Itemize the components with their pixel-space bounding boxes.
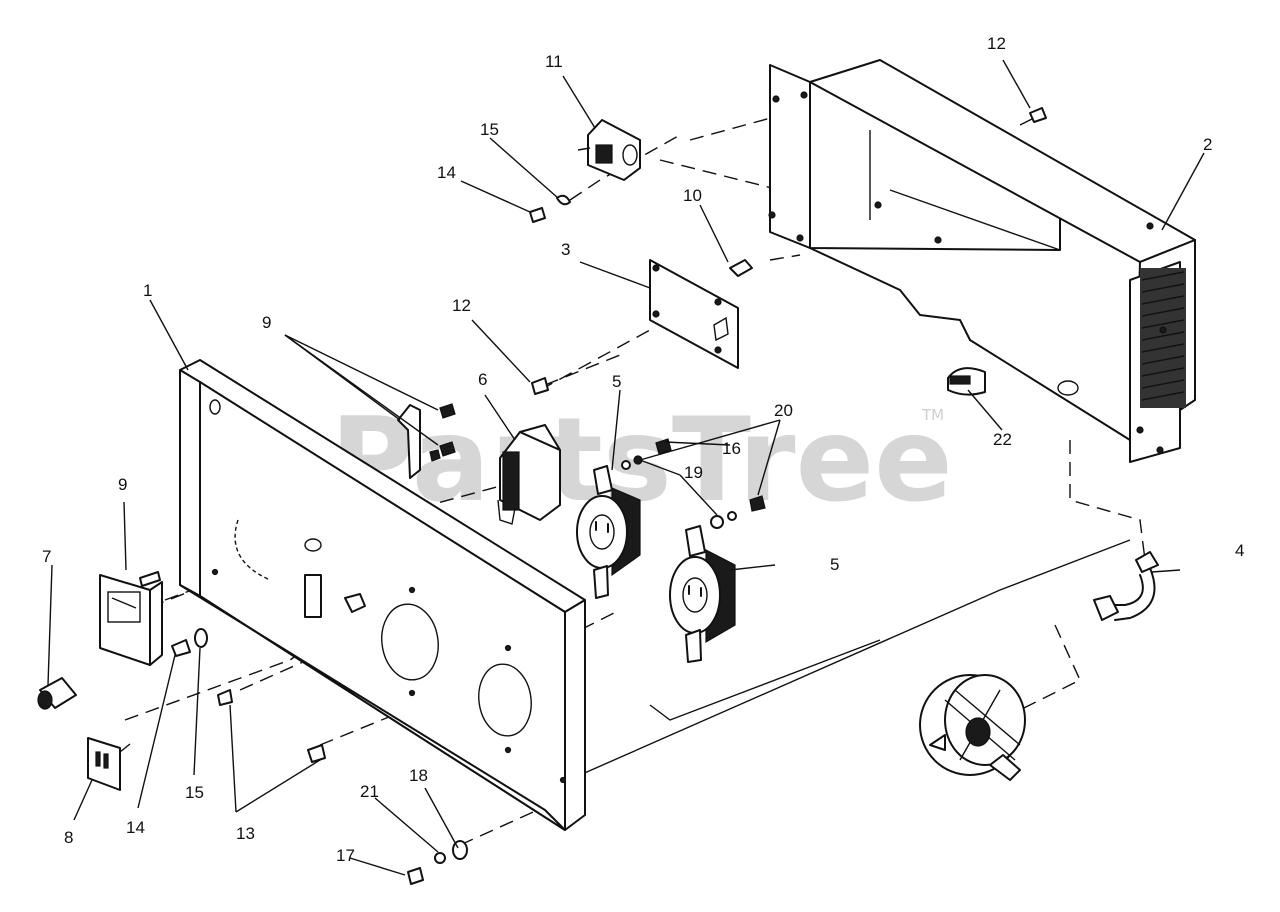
- callout-5-right: 5: [830, 555, 839, 574]
- pilot-light: [37, 677, 77, 710]
- rear-housing: [768, 59, 1196, 463]
- control-panel: [179, 359, 586, 831]
- callout-8: 8: [64, 828, 73, 847]
- callout-9-left: 9: [118, 475, 127, 494]
- callout-16: 16: [722, 439, 741, 458]
- callout-7: 7: [42, 547, 51, 566]
- switch-plate: [87, 737, 131, 791]
- callout-6: 6: [478, 370, 487, 389]
- callout-4: 4: [1235, 541, 1244, 560]
- callout-labels: 1 2 3 4 5 5 6 7 8 9 9 10 11 12 12 13 14 …: [42, 34, 1244, 865]
- callout-5-top: 5: [612, 372, 621, 391]
- leader-lines: [47, 59, 1205, 876]
- callout-15-bottom: 15: [185, 783, 204, 802]
- screws: [139, 107, 1047, 885]
- callout-17: 17: [336, 846, 355, 865]
- fitting-4: [1093, 551, 1159, 621]
- callout-20: 20: [774, 401, 793, 420]
- receptacle-2: [669, 525, 736, 663]
- plate-3: [649, 259, 739, 369]
- callout-12-mid: 12: [452, 296, 471, 315]
- callout-12-top: 12: [987, 34, 1006, 53]
- callout-21: 21: [360, 782, 379, 801]
- pin-10: [729, 259, 753, 277]
- callout-10: 10: [683, 186, 702, 205]
- grommet: [947, 367, 986, 396]
- callout-15-top: 15: [480, 120, 499, 139]
- callout-13: 13: [236, 824, 255, 843]
- callout-22: 22: [993, 430, 1012, 449]
- callout-1: 1: [143, 281, 152, 300]
- callout-9-top: 9: [262, 313, 271, 332]
- receptacle-1: [576, 465, 641, 599]
- fan-housing: [919, 674, 1026, 781]
- meter: [99, 574, 163, 666]
- callout-3: 3: [561, 240, 570, 259]
- circuit-breaker: [497, 424, 561, 525]
- callout-14-bottom: 14: [126, 818, 145, 837]
- callout-18: 18: [409, 766, 428, 785]
- callout-2: 2: [1203, 135, 1212, 154]
- callout-19: 19: [684, 463, 703, 482]
- vent-grille: [1140, 268, 1186, 408]
- watermark-trademark: TM: [921, 406, 944, 424]
- connector-11: [577, 119, 641, 181]
- callout-14-top: 14: [437, 163, 456, 182]
- bracket-9: [397, 403, 456, 479]
- callout-11: 11: [545, 52, 563, 71]
